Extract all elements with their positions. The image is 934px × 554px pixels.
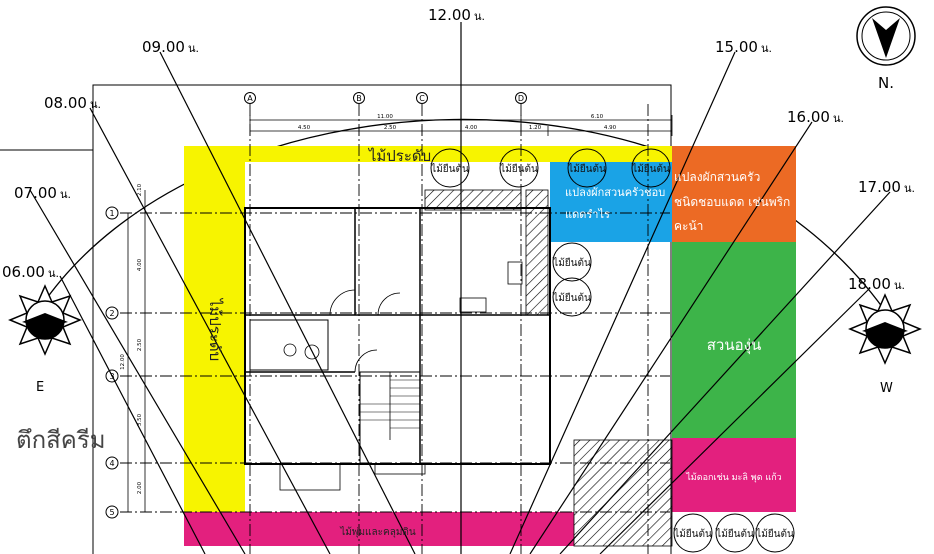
kitchen-garden-shade-label-2: แดดรำไร [565, 208, 610, 221]
west-label: W [880, 381, 893, 396]
shrub-groundcover-zone [184, 512, 574, 546]
dim-seg-3: 4.00 [465, 125, 478, 131]
grid-letter-d: D [518, 94, 524, 103]
tree-label: ไม้ยืนต้น [567, 163, 606, 175]
kitchen-garden-sun-label-3: คะน้า [674, 219, 703, 233]
grid-markers [105, 92, 527, 519]
ornamental-top-zone [184, 146, 672, 162]
tree-label: ไม้ยืนต้น [715, 528, 754, 540]
dim-left-small: 2.10 [137, 183, 143, 196]
dim-seg-4: 1.20 [529, 125, 542, 131]
house-floor-plan [244, 207, 551, 491]
tree-label: ไม้ยืนต้น [673, 528, 712, 540]
grape-garden-label: สวนองุ่น [707, 336, 761, 355]
grid-lines [120, 104, 670, 554]
sun-rays [29, 22, 891, 554]
flower-zone [672, 438, 796, 512]
kitchen-garden-sun-label-2: ชนิดชอบแดด เช่นพริก [674, 195, 790, 209]
tree-label: ไม้ยืนต้น [430, 163, 469, 175]
grape-garden-zone [672, 242, 796, 438]
ornamental-left-zone [184, 146, 245, 512]
kitchen-garden-shade-zone [550, 162, 672, 242]
dim-overall-top: 11.00 [377, 114, 393, 120]
east-label: E [36, 380, 44, 395]
dim-left-2: 2.50 [137, 338, 143, 351]
grid-number-2: 2 [109, 309, 114, 318]
flower-zone-label: ไม้ดอกเช่น มะลิ พุด แก้ว [685, 472, 781, 483]
grid-letter-a: A [247, 94, 253, 103]
dim-left-4: 2.00 [137, 481, 143, 494]
dim-right-top: 6.10 [591, 114, 604, 120]
dim-left-3: 3.50 [137, 413, 143, 426]
neighbor-building-label: ตึกสีครีม [16, 426, 106, 454]
grid-number-5: 5 [109, 508, 114, 517]
shrub-zone-label: ไม้พุ่มและคลุมดิน [339, 526, 416, 538]
tree-label: ไม้ยืนต้น [755, 528, 794, 540]
sunset-sun-icon [848, 293, 922, 365]
dim-seg-2: 2.50 [384, 125, 397, 131]
hatched-paving-area [573, 439, 673, 547]
dim-seg-5: 4.90 [604, 125, 617, 131]
grid-letter-c: C [419, 94, 425, 103]
tree-markers [430, 148, 795, 553]
stair [360, 379, 420, 429]
kitchen-garden-sun-zone [672, 146, 796, 242]
tree-label: ไม้ยืนต้น [552, 292, 591, 304]
grid-number-4: 4 [109, 459, 114, 468]
tree-label: ไม้ยืนต้น [499, 163, 538, 175]
tree-label: ไม้ยืนต้น [631, 163, 670, 175]
dim-overall-left: 12.00 [120, 354, 126, 370]
grid-number-1: 1 [109, 209, 114, 218]
ornamental-top-label: ไม้ประดับ [368, 147, 431, 165]
tree-label: ไม้ยืนต้น [552, 257, 591, 269]
kitchen-garden-shade-label-1: แปลงผักสวนครัวชอบ [565, 186, 665, 199]
dim-seg-1: 4.50 [298, 125, 311, 131]
sunrise-sun-icon [8, 284, 82, 356]
dim-left-1: 4.00 [137, 258, 143, 271]
north-arrow-icon [856, 6, 916, 66]
ornamental-left-label: ไม้ประดับ [206, 298, 224, 361]
kitchen-garden-sun-label-1: แปลงผักสวนครัว [674, 170, 760, 184]
site-boundary [92, 84, 672, 554]
north-label: N. [878, 74, 894, 92]
grid-letter-b: B [356, 94, 362, 103]
